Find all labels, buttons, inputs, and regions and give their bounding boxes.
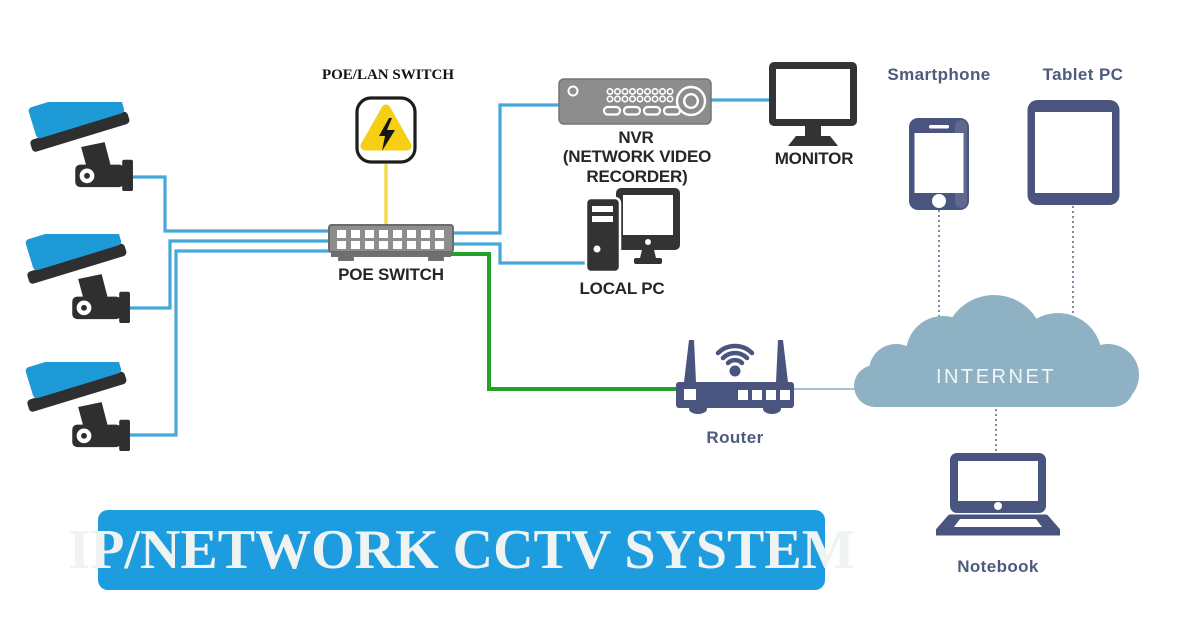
nvr-icon — [558, 78, 712, 125]
notebook-label: Notebook — [957, 557, 1039, 576]
cable-camera3-poe — [124, 249, 340, 437]
tablet-pc-label: Tablet PC — [1042, 65, 1124, 84]
camera-2-icon — [25, 234, 130, 324]
smartphone-label: Smartphone — [887, 65, 991, 84]
monitor-label: MONITOR — [774, 149, 854, 168]
poe-switch-label: POE SWITCH — [338, 265, 444, 284]
monitor-icon — [769, 62, 857, 146]
cable-poe-localpc — [448, 242, 592, 265]
camera-1-icon — [28, 102, 133, 192]
smartphone-icon — [909, 118, 969, 210]
cable-poe-router — [448, 252, 690, 391]
router-icon — [676, 340, 794, 414]
cable-camera2-poe — [124, 239, 340, 310]
power-warning-icon — [355, 96, 417, 164]
nvr-sublabel: (NETWORK VIDEO RECORDER) — [562, 147, 712, 186]
cable-camera1-poe — [124, 175, 340, 233]
local-pc-label: LOCAL PC — [579, 279, 665, 298]
tablet-pc-icon — [1027, 100, 1120, 205]
nvr-label: NVR — [618, 128, 654, 147]
poe-lan-switch-label: POE/LAN SWITCH — [321, 67, 455, 83]
notebook-icon — [936, 453, 1060, 536]
title-text: IP/NETWORK CCTV SYSTEM — [68, 519, 855, 581]
router-label: Router — [706, 428, 764, 447]
internet-label: INTERNET — [936, 366, 1056, 388]
internet-cloud-icon — [854, 295, 1139, 407]
cable-poe-nvr — [448, 103, 570, 235]
title-banner: IP/NETWORK CCTV SYSTEM — [68, 510, 855, 590]
poe-switch-icon — [328, 224, 454, 261]
camera-3-icon — [25, 362, 130, 452]
local-pc-icon — [584, 188, 680, 274]
